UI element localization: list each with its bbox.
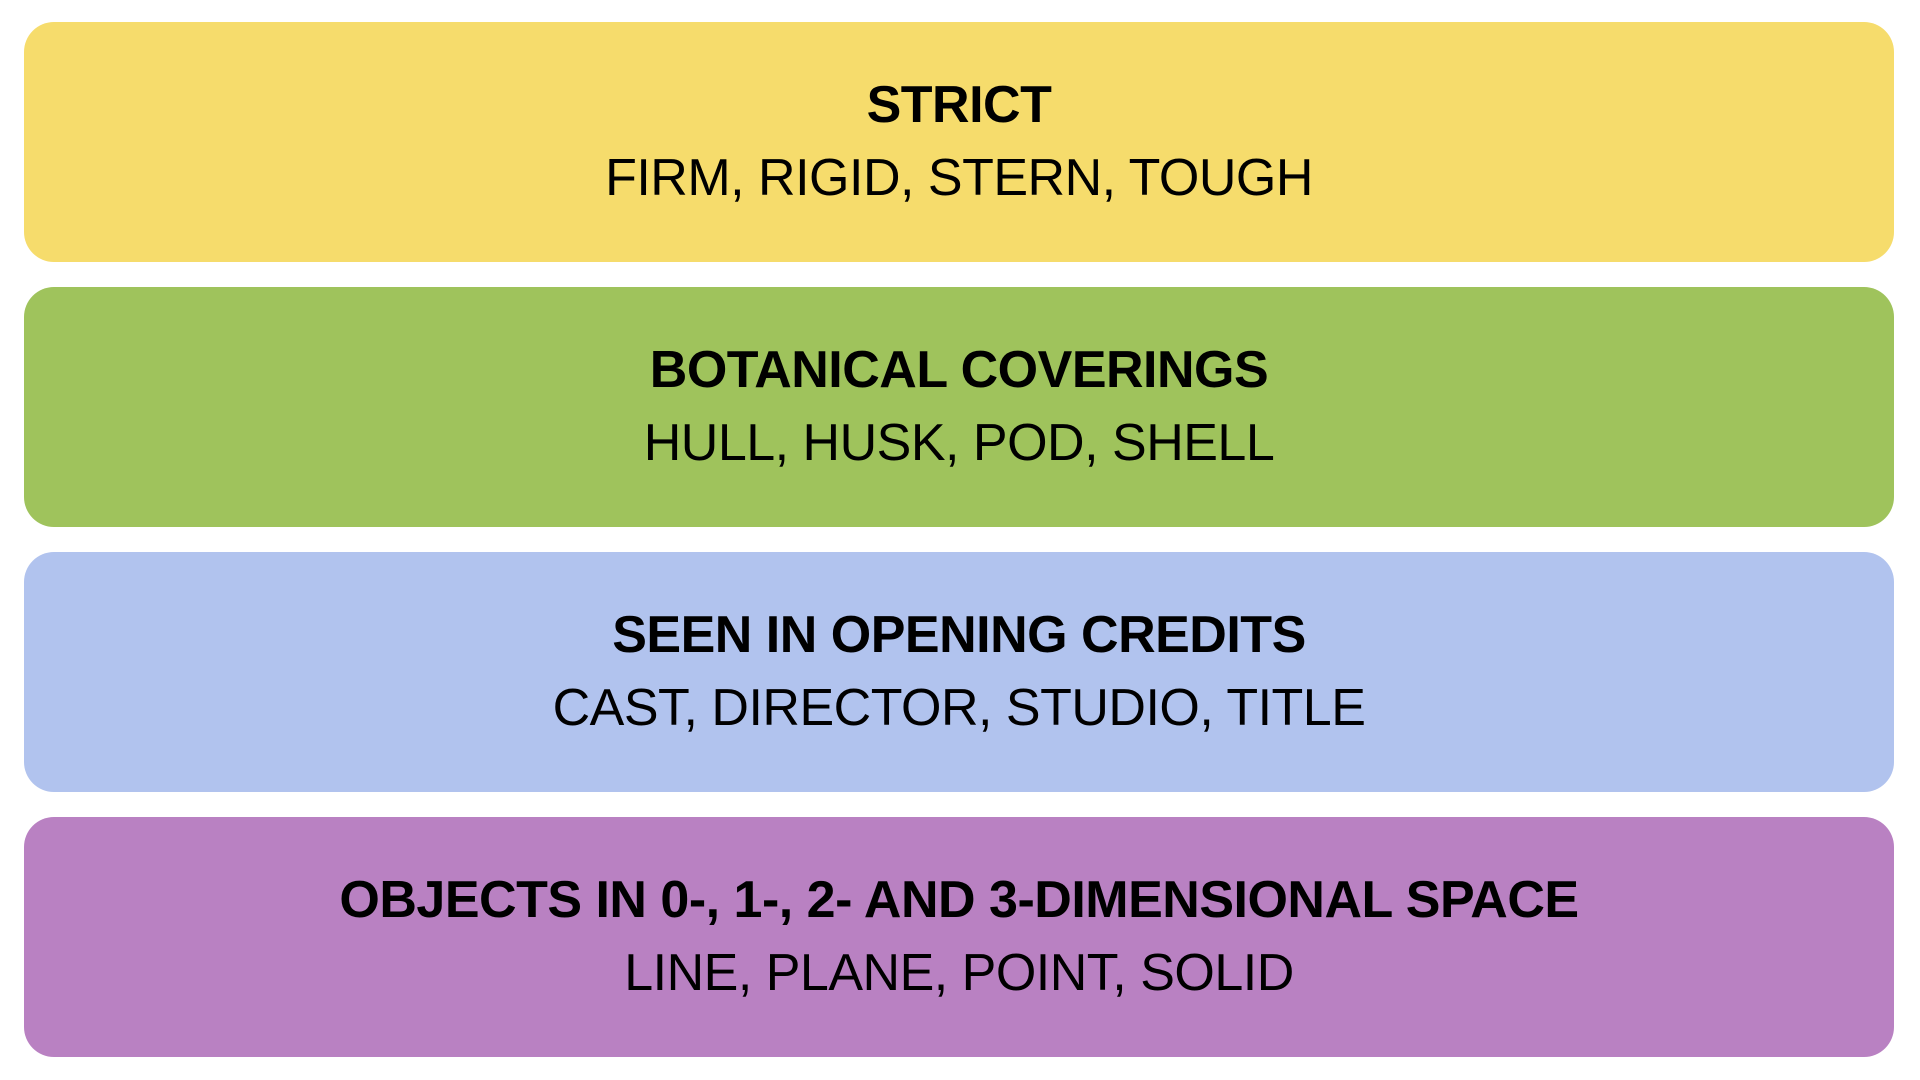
category-title: SEEN IN OPENING CREDITS <box>612 606 1306 664</box>
category-card-blue: SEEN IN OPENING CREDITS CAST, DIRECTOR, … <box>24 552 1894 792</box>
category-card-purple: OBJECTS IN 0-, 1-, 2- AND 3-DIMENSIONAL … <box>24 817 1894 1057</box>
category-title: STRICT <box>866 76 1052 134</box>
category-card-yellow: STRICT FIRM, RIGID, STERN, TOUGH <box>24 22 1894 262</box>
category-title: BOTANICAL COVERINGS <box>649 341 1269 399</box>
category-words: CAST, DIRECTOR, STUDIO, TITLE <box>552 679 1366 737</box>
category-words: LINE, PLANE, POINT, SOLID <box>624 944 1294 1002</box>
category-words: HULL, HUSK, POD, SHELL <box>643 414 1275 472</box>
category-title: OBJECTS IN 0-, 1-, 2- AND 3-DIMENSIONAL … <box>339 871 1579 929</box>
category-words: FIRM, RIGID, STERN, TOUGH <box>605 149 1313 207</box>
connections-results-board: STRICT FIRM, RIGID, STERN, TOUGH BOTANIC… <box>24 22 1894 1057</box>
category-card-green: BOTANICAL COVERINGS HULL, HUSK, POD, SHE… <box>24 287 1894 527</box>
